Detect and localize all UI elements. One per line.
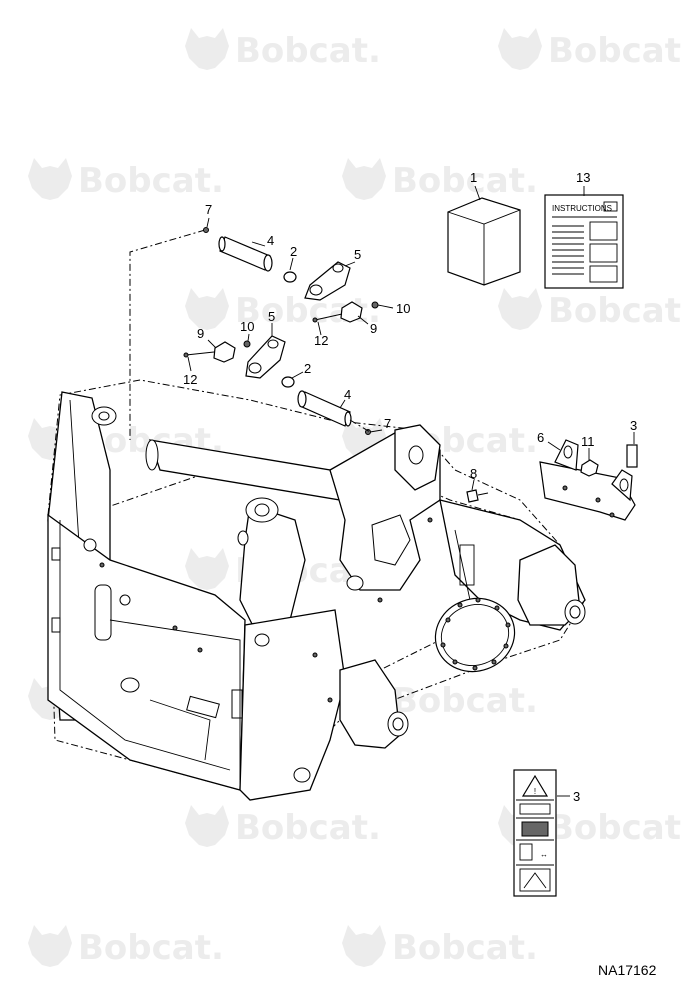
- callout-5: 5: [354, 247, 361, 262]
- watermark-text: Bobcat.: [235, 808, 381, 848]
- callout-10: 10: [396, 301, 410, 316]
- watermark-text: Bobcat.: [235, 31, 381, 71]
- bolt-part-7: [203, 227, 209, 233]
- warning-triangle-icon: !: [534, 787, 536, 796]
- watermark-text: Bobcat.: [78, 161, 224, 201]
- lock-nut-part-10: [243, 340, 251, 348]
- watermark-text: Bobcat.: [392, 928, 538, 968]
- callout-7: 7: [205, 202, 212, 217]
- callout-12: 12: [314, 333, 328, 348]
- safety-decal-part-3: ! ↔: [513, 769, 557, 897]
- loose-parts: [129, 227, 638, 521]
- watermark: Bobcat.: [498, 805, 682, 848]
- tie-down-bracket-part-6: [539, 439, 636, 521]
- bobcat-head-icon: [185, 548, 229, 590]
- left-side-panel: [47, 513, 246, 791]
- watermark-text: Bobcat.: [392, 161, 538, 201]
- leader-lines: [187, 185, 635, 797]
- o-ring-part-2: [281, 376, 295, 388]
- bolt-part-8: [466, 489, 489, 503]
- callout-9: 9: [197, 326, 204, 341]
- callout-11: 11: [581, 434, 595, 449]
- decal-part-3: [626, 444, 638, 468]
- callout-9: 9: [370, 321, 377, 336]
- machine-pictogram-icon: [521, 821, 549, 837]
- retainer-plate-part-5: [245, 335, 286, 379]
- nut-part-11: [580, 459, 599, 477]
- callout-6: 6: [537, 430, 544, 445]
- pivot-pin-part-4: [297, 390, 352, 427]
- lock-nut-part-10: [371, 301, 379, 309]
- bobcat-head-icon: [185, 28, 229, 70]
- watermark-text: Bobcat.: [548, 808, 682, 848]
- upper-cross-tube: [149, 439, 341, 501]
- chaincase-cover: [434, 597, 516, 673]
- bobcat-head-icon: [185, 288, 229, 330]
- instructions-sheet: INSTRUCTIONS: [544, 194, 624, 289]
- watermark-text: Bobcat.: [392, 681, 538, 721]
- callout-labels: 1 13 7 4 2 5 10 9 12 5 10 9 12 2 4 7 6 1…: [183, 170, 637, 804]
- watermark: Bobcat.: [498, 28, 682, 71]
- pivot-pin-part-4: [218, 236, 273, 272]
- callout-8: 8: [470, 466, 477, 481]
- callout-3: 3: [573, 789, 580, 804]
- bobcat-head-icon: [498, 288, 542, 330]
- bobcat-head-icon: [28, 925, 72, 967]
- center-side-plate: [239, 609, 346, 801]
- instructions-label: INSTRUCTIONS: [552, 204, 612, 213]
- retainer-plate-part-5: [304, 261, 351, 301]
- watermark: Bobcat.: [28, 925, 224, 968]
- parts-kit-box: [447, 197, 521, 286]
- callout-2: 2: [290, 244, 297, 259]
- bobcat-head-icon: [342, 925, 386, 967]
- watermark: Bobcat.: [342, 925, 538, 968]
- watermark: Bobcat.: [28, 158, 224, 201]
- bobcat-head-icon: [28, 158, 72, 200]
- watermark: Bobcat.: [498, 288, 682, 331]
- watermark: Bobcat.: [342, 678, 538, 721]
- bobcat-head-icon: [498, 28, 542, 70]
- book-icon: [523, 872, 547, 889]
- watermark: Bobcat.: [185, 28, 381, 71]
- arrow-person-icon: ↔: [540, 850, 548, 859]
- drawing-reference-code: NA17162: [598, 962, 657, 978]
- bobcat-head-icon: [185, 805, 229, 847]
- right-upright: [239, 504, 306, 631]
- callout-2: 2: [304, 361, 311, 376]
- bolt-part-12: [314, 313, 343, 321]
- watermark-text: Bobcat.: [78, 928, 224, 968]
- watermark: Bobcat.: [185, 805, 381, 848]
- o-ring-part-2: [283, 271, 297, 283]
- callout-10: 10: [240, 319, 254, 334]
- watermark-text: Bobcat.: [548, 31, 682, 71]
- callout-3: 3: [630, 418, 637, 433]
- main-frame: [47, 379, 586, 801]
- watermark-text: Bobcat.: [548, 291, 682, 331]
- callout-4: 4: [267, 233, 274, 248]
- callout-5: 5: [268, 309, 275, 324]
- bobcat-head-icon: [342, 158, 386, 200]
- callout-1: 1: [470, 170, 477, 185]
- nut-part-9: [213, 341, 236, 363]
- watermark: Bobcat.: [342, 158, 538, 201]
- callout-7: 7: [384, 416, 391, 431]
- callout-4: 4: [344, 387, 351, 402]
- bolt-part-12: [185, 351, 215, 356]
- left-axle-housing: [339, 659, 401, 749]
- callout-13: 13: [576, 170, 590, 185]
- callout-12: 12: [183, 372, 197, 387]
